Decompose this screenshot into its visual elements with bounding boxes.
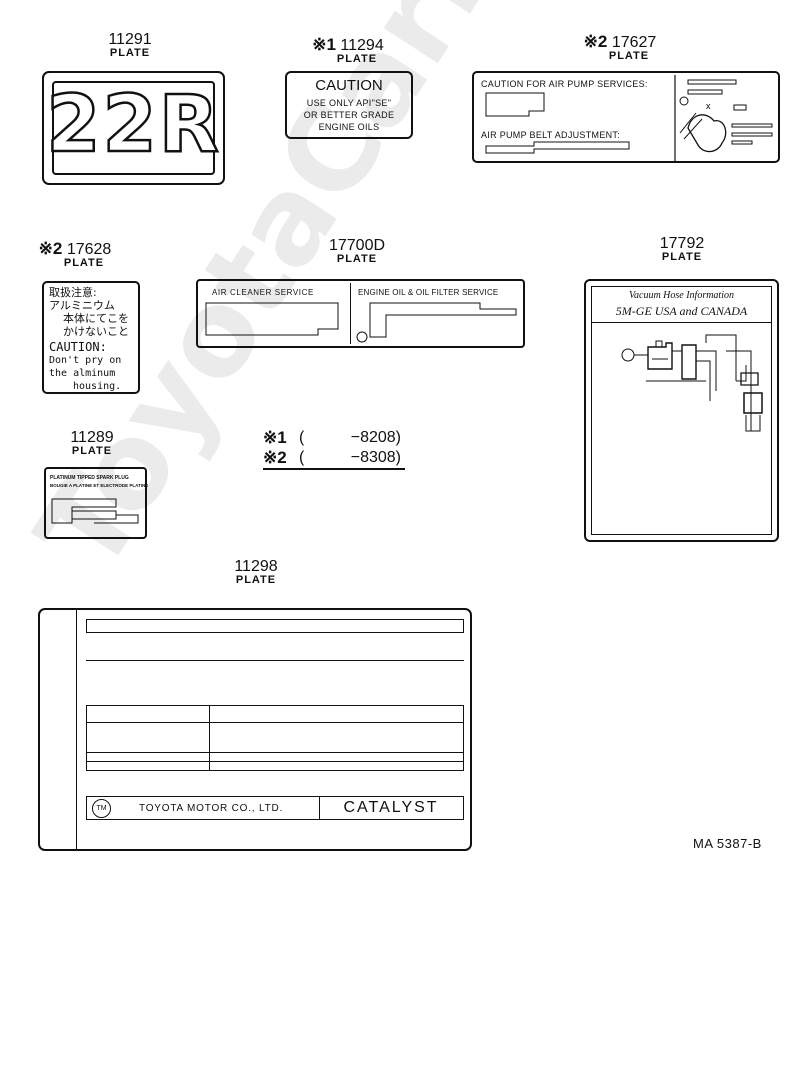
maker-name: TOYOTA MOTOR CO., LTD.	[139, 803, 284, 814]
caution-line-3: ENGINE OILS	[318, 122, 380, 132]
plate-11294: CAUTION USE ONLY API"SE" OR BETTER GRADE…	[285, 71, 413, 139]
mark-symbol: ※2	[38, 239, 63, 258]
notes-legend: ※1 ( −8208) ※2 ( −8308)	[263, 428, 405, 470]
mark-symbol: ※2	[583, 32, 608, 51]
part-kind: PLATE	[109, 47, 151, 59]
plate-17628: 取扱注意: アルミニウム 本体にてこを かけないこと CAUTION: Don'…	[42, 281, 140, 394]
spec-table-column	[209, 706, 210, 770]
part-kind: PLATE	[336, 53, 378, 65]
en-caution-2: Don't pry on	[49, 355, 122, 366]
plate-17627: CAUTION FOR AIR PUMP SERVICES: AIR PUMP …	[472, 71, 780, 163]
note-paren: (	[299, 429, 305, 446]
caution-title: CAUTION	[315, 77, 383, 94]
part-kind: PLATE	[63, 257, 105, 269]
part-number: 11291	[108, 31, 152, 48]
plate-inner-frame	[591, 286, 772, 535]
en-caution-4: housing.	[73, 381, 122, 392]
air-pump-service-label: CAUTION FOR AIR PUMP SERVICES:	[481, 79, 648, 89]
mark-symbol: ※1	[312, 35, 336, 54]
header-box	[86, 619, 464, 633]
part-kind: PLATE	[71, 445, 113, 457]
jp-caution-1: 取扱注意:	[49, 286, 97, 299]
toyota-emblem-icon: TM	[92, 799, 111, 818]
plate-margin-rule	[76, 610, 77, 849]
part-number: 17792	[659, 235, 705, 252]
maker-divider	[319, 797, 320, 819]
jp-caution-4: かけないこと	[63, 325, 129, 338]
part-number: 17627	[611, 34, 657, 51]
plate-22r-text: 22R	[45, 80, 221, 170]
note-code: −8208)	[350, 429, 401, 446]
note-mark: ※1	[263, 428, 287, 447]
plate-17700D: AIR CLEANER SERVICE ENGINE OIL & OIL FIL…	[196, 279, 525, 348]
note-row-1: ※1 ( −8208)	[263, 428, 405, 448]
part-kind: PLATE	[608, 50, 650, 62]
plate-divider	[350, 283, 351, 344]
separator-line	[86, 660, 464, 661]
jp-caution-2: アルミニウム	[49, 299, 115, 312]
part-label-11298: 11298 PLATE	[226, 559, 286, 586]
svg-text:x: x	[706, 101, 711, 111]
part-label-17700D: 17700D PLATE	[322, 238, 392, 265]
plate-17792: Vacuum Hose Information 5M-GE USA and CA…	[584, 279, 779, 542]
figure-reference: MA 5387-B	[693, 836, 762, 851]
spark-plug-line-1: PLATINUM TIPPED SPARK PLUG	[50, 475, 129, 481]
spec-table	[86, 705, 464, 771]
oil-filter-title: ENGINE OIL & OIL FILTER SERVICE	[358, 288, 499, 297]
part-number: 11294	[340, 37, 384, 54]
jp-caution-3: 本体にてこを	[63, 312, 129, 325]
note-paren: (	[299, 449, 305, 466]
spec-table-row	[87, 722, 463, 723]
plate-11298: TM TOYOTA MOTOR CO., LTD. CATALYST	[38, 608, 472, 851]
vacuum-hose-diagram-icon	[621, 334, 763, 432]
service-boxes-icon	[205, 302, 517, 343]
part-kind: PLATE	[235, 574, 277, 586]
note-code: −8308)	[350, 449, 401, 466]
part-kind: PLATE	[661, 251, 703, 263]
caution-line-1: USE ONLY API"SE"	[306, 98, 392, 108]
caution-line-2: OR BETTER GRADE	[303, 110, 395, 120]
part-label-11294: ※1 11294 PLATE	[288, 36, 408, 65]
part-label-17628: ※2 17628 PLATE	[25, 240, 125, 269]
spec-table-row	[87, 761, 463, 762]
part-kind: PLATE	[336, 253, 378, 265]
part-label-17792: 17792 PLATE	[650, 236, 714, 263]
title-rule	[591, 322, 772, 323]
part-number: 11289	[70, 429, 114, 446]
vacuum-title-2: 5M-GE USA and CANADA	[615, 304, 748, 318]
plate-11289: PLATINUM TIPPED SPARK PLUG BOUGIE A PLAT…	[44, 467, 149, 539]
air-pump-diagram-icon: x	[485, 75, 773, 161]
en-caution-1: CAUTION:	[49, 340, 107, 354]
spark-plug-line-2: BOUGIE A PLATINE ET ELECTRODE PLATINE	[50, 483, 149, 488]
part-label-17627: ※2 17627 PLATE	[560, 33, 680, 62]
part-number: 17700D	[328, 237, 386, 254]
maker-box: TM TOYOTA MOTOR CO., LTD. CATALYST	[86, 796, 464, 820]
note-row-2: ※2 ( −8308)	[263, 448, 405, 470]
en-caution-3: the alminum	[49, 368, 116, 379]
part-label-11289: 11289 PLATE	[62, 430, 122, 457]
air-pump-belt-label: AIR PUMP BELT ADJUSTMENT:	[481, 130, 621, 140]
part-number: 17628	[66, 241, 112, 258]
plate-inner-frame	[52, 81, 215, 175]
part-label-11291: 11291 PLATE	[100, 32, 160, 59]
air-cleaner-title: AIR CLEANER SERVICE	[212, 288, 314, 297]
spec-table-row	[87, 752, 463, 753]
spark-plug-boxes-icon	[51, 498, 139, 524]
note-mark: ※2	[263, 448, 287, 467]
part-number: 11298	[234, 558, 278, 575]
plate-11291: 22R	[42, 71, 225, 185]
vacuum-title-1: Vacuum Hose Information	[629, 290, 734, 301]
catalyst-badge: CATALYST	[343, 799, 439, 816]
